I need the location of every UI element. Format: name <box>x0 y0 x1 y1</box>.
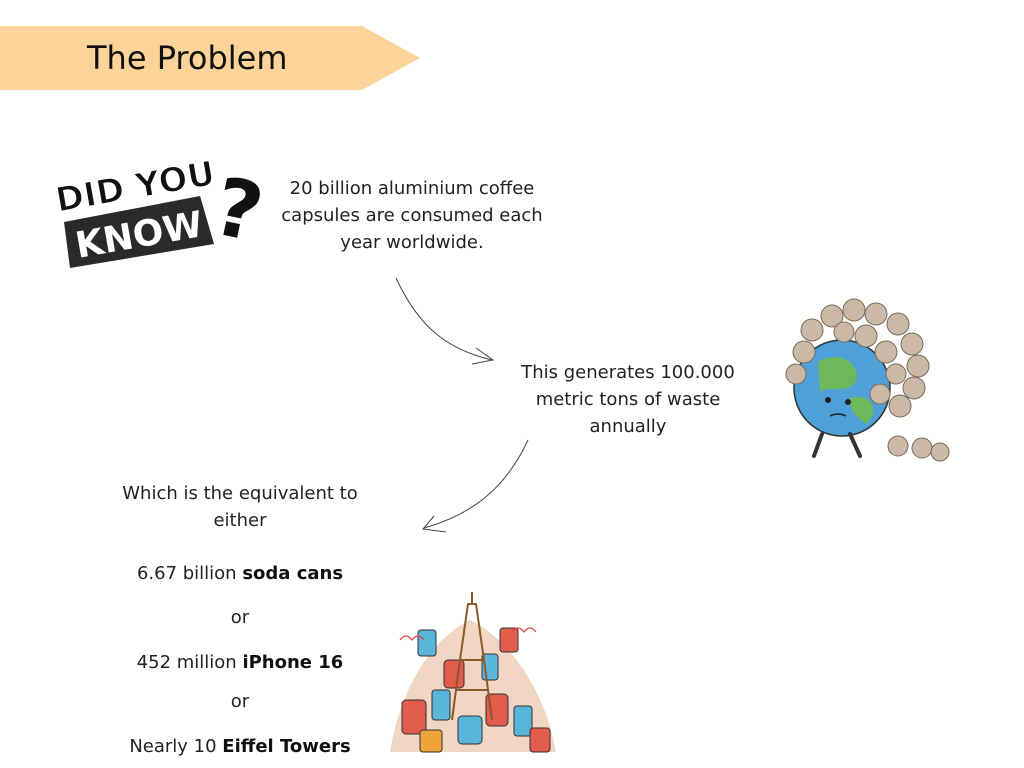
equivalent-prefix: 452 million <box>136 652 243 673</box>
did-you-text: DID YOU <box>53 154 218 221</box>
equivalent-bold: Eiffel Towers <box>222 736 351 757</box>
arrow-1-icon <box>395 277 495 365</box>
know-text: KNOW <box>72 204 206 267</box>
equivalent-bold: soda cans <box>242 563 344 584</box>
waste-fact: This generates 100.000 metric tons of wa… <box>521 362 735 437</box>
equivalent-iphones: 452 million iPhone 16 <box>90 651 390 675</box>
equivalent-prefix: 6.67 billion <box>136 563 243 584</box>
question-mark-icon: ? <box>206 160 271 261</box>
equivalent-eiffel-towers: Nearly 10 Eiffel Towers <box>90 735 390 759</box>
capsules-fact: 20 billion aluminium coffee capsules are… <box>281 178 543 253</box>
arrow-2-icon <box>422 439 529 533</box>
did-you-know-badge: DID YOU KNOW ? <box>52 153 271 268</box>
waste-pile-illustration <box>390 592 556 753</box>
earth-capsules-illustration <box>785 298 950 462</box>
title-banner <box>0 26 420 90</box>
equivalent-soda-cans: 6.67 billion soda cans <box>90 562 390 586</box>
or-connector: or <box>230 691 250 712</box>
equivalent-intro: Which is the equivalent to either <box>122 483 358 531</box>
equivalent-prefix: Nearly 10 <box>129 736 223 757</box>
eiffel-tower-icon <box>451 592 493 721</box>
page-title: The Problem <box>87 39 288 77</box>
equivalent-bold: iPhone 16 <box>242 652 344 673</box>
or-connector: or <box>230 607 250 628</box>
